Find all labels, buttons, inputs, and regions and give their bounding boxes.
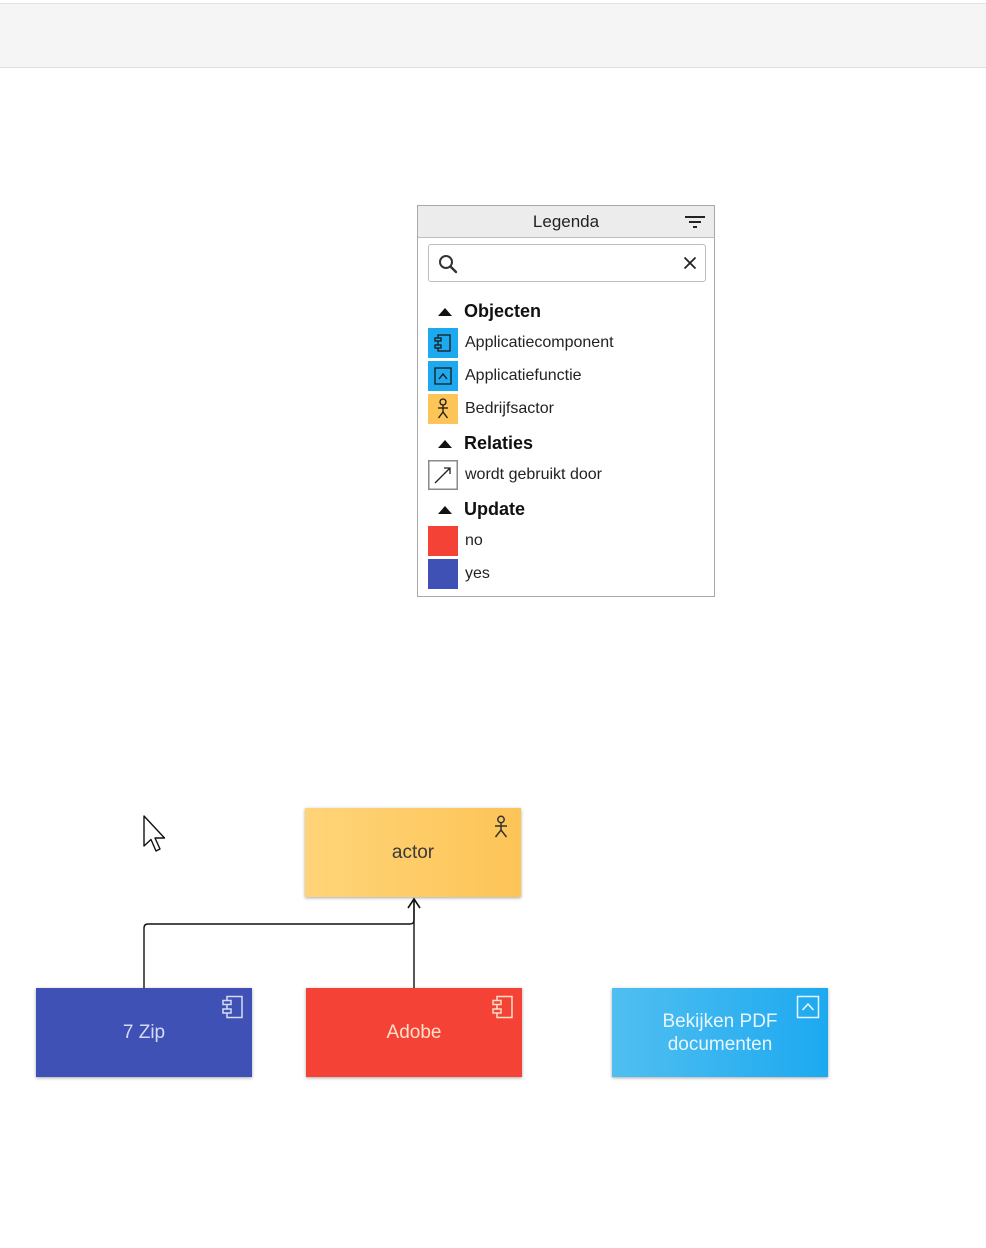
legend-item-label: wordt gebruikt door <box>465 466 602 483</box>
node-7-zip[interactable]: 7 Zip <box>36 988 252 1077</box>
arrowhead-icon <box>407 897 421 909</box>
color-swatch-red <box>428 526 458 556</box>
serving-relation-icon <box>428 460 458 490</box>
node-label: Adobe <box>386 1022 442 1043</box>
application-component-icon <box>428 328 458 358</box>
node-label: Bekijken PDF documenten <box>662 1010 778 1055</box>
application-function-icon <box>428 361 458 391</box>
legend-header: Legenda <box>418 206 714 238</box>
node-adobe[interactable]: Adobe <box>306 988 522 1077</box>
legend-search-box <box>428 244 706 282</box>
legend-item-label: no <box>465 532 483 549</box>
node-label: actor <box>391 842 435 863</box>
mouse-pointer-icon <box>143 815 166 852</box>
legend-panel: Legenda Objecten Applicatiecomponent <box>417 205 715 597</box>
edge-zip-to-actor <box>143 900 415 988</box>
legend-item-label: Applicatiecomponent <box>465 334 614 351</box>
legend-title: Legenda <box>532 212 600 231</box>
application-component-icon <box>492 995 513 1019</box>
legend-section-update[interactable]: Update <box>438 497 525 521</box>
color-swatch-blue <box>428 559 458 589</box>
legend-item-label: yes <box>465 565 490 582</box>
node-bekijken-pdf-documenten[interactable]: Bekijken PDF documenten <box>612 988 828 1077</box>
top-toolbar <box>0 3 986 68</box>
business-actor-icon <box>428 394 458 424</box>
filter-icon[interactable] <box>684 214 706 230</box>
legend-item-label: Applicatiefunctie <box>465 367 582 384</box>
collapse-triangle-icon[interactable] <box>438 506 452 514</box>
legend-search-input[interactable] <box>465 249 675 279</box>
clear-icon[interactable] <box>683 256 697 270</box>
collapse-triangle-icon[interactable] <box>438 308 452 316</box>
legend-section-relaties[interactable]: Relaties <box>438 431 533 455</box>
legend-section-objecten[interactable]: Objecten <box>438 299 541 323</box>
business-actor-icon <box>494 815 508 838</box>
node-actor[interactable]: actor <box>305 808 521 897</box>
collapse-triangle-icon[interactable] <box>438 440 452 448</box>
node-label: 7 Zip <box>122 1022 166 1043</box>
legend-item-label: Bedrijfsactor <box>465 400 554 417</box>
search-icon <box>439 255 458 274</box>
application-component-icon <box>222 995 243 1019</box>
application-function-icon <box>796 995 820 1019</box>
